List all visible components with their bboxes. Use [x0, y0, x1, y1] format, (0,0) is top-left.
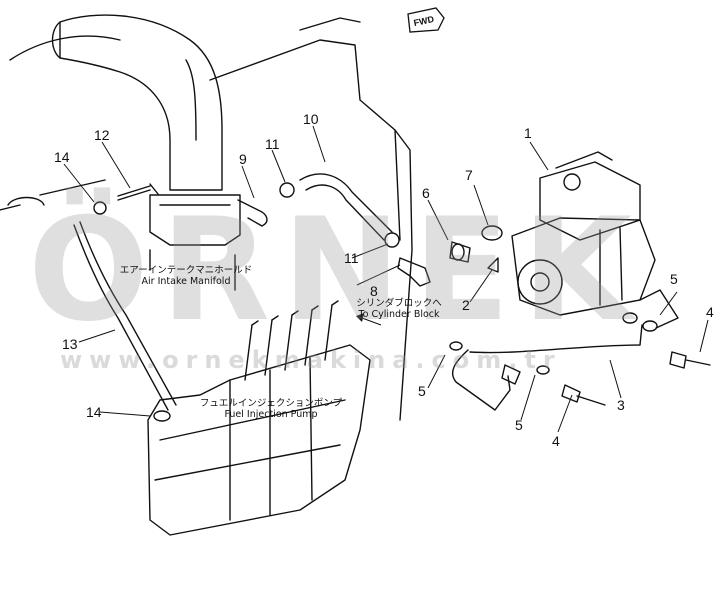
air-intake-manifold-label-en: Air Intake Manifold: [141, 276, 231, 288]
fuel-injection-pump: [147, 344, 371, 536]
callout-9: 9: [239, 151, 247, 167]
washer-11-mid: [384, 232, 400, 248]
callout-11-top: 11: [265, 136, 280, 152]
gasket-7: [481, 225, 503, 241]
callout-12: 12: [94, 127, 110, 143]
washer-5-left: [449, 341, 463, 351]
compressor-pulley: [517, 259, 563, 305]
callout-7: 7: [465, 167, 473, 183]
fitting-6: [449, 241, 471, 263]
callout-3: 3: [617, 397, 625, 413]
elbow-9: [237, 199, 268, 227]
compressor-body: [511, 217, 656, 316]
to-cylinder-block-label-en: To Cylinder Block: [358, 309, 440, 321]
nut-5-right: [642, 320, 658, 332]
callout-5-right: 5: [670, 271, 678, 287]
washer-14-top: [93, 201, 107, 215]
callout-4-bottom: 4: [552, 433, 560, 449]
engine-outline: [209, 39, 401, 241]
callout-4-right: 4: [706, 304, 714, 320]
washer-5-mid: [536, 365, 550, 375]
fwd-label: FWD: [413, 14, 436, 28]
watermark-logo: ÖRNEK: [28, 188, 644, 353]
fuel-injection-pump-label-en: Fuel Injection Pump: [224, 409, 318, 421]
intake-elbow-pipe: [59, 14, 223, 191]
fuel-injection-pump-label-jp: フュエルインジェクションポンプ: [199, 398, 343, 409]
air-intake-manifold-label-jp: エアーインテークマニホールド: [119, 265, 253, 276]
callout-14-top: 14: [54, 149, 70, 165]
fuel-injection-pump-label: フュエルインジェクションポンプ Fuel Injection Pump: [186, 398, 356, 421]
callout-2: 2: [462, 297, 470, 313]
callout-5-left: 5: [418, 383, 426, 399]
bolt-12: [117, 183, 159, 201]
callout-11-mid: 11: [344, 250, 359, 266]
callout-13: 13: [62, 336, 78, 352]
callout-6: 6: [422, 185, 430, 201]
callout-10: 10: [303, 111, 319, 127]
elbow-8: [397, 257, 431, 287]
callout-1: 1: [524, 125, 532, 141]
air-intake-manifold-label: エアーインテークマニホールド Air Intake Manifold: [106, 265, 266, 288]
callout-14-bottom: 14: [86, 404, 102, 420]
callout-5-mid: 5: [515, 417, 523, 433]
gasket-2: [487, 257, 499, 273]
bolt-4-right: [669, 351, 711, 369]
to-cylinder-block-label: シリンダブロックへ To Cylinder Block: [344, 298, 454, 321]
hose-13: [73, 224, 169, 411]
hose-10: [299, 173, 393, 233]
washer-11-top: [279, 182, 295, 198]
callout-8: 8: [370, 283, 378, 299]
washer-14-bottom: [153, 410, 171, 422]
fwd-arrow-icon: FWD: [407, 7, 445, 33]
manifold-block: [149, 194, 241, 246]
bolt-4-bottom: [561, 384, 606, 406]
watermark-url: www.ornekmakina.com.tr: [60, 346, 562, 374]
pipe-3: [469, 324, 643, 354]
to-cylinder-block-label-jp: シリンダブロックへ: [356, 298, 442, 309]
